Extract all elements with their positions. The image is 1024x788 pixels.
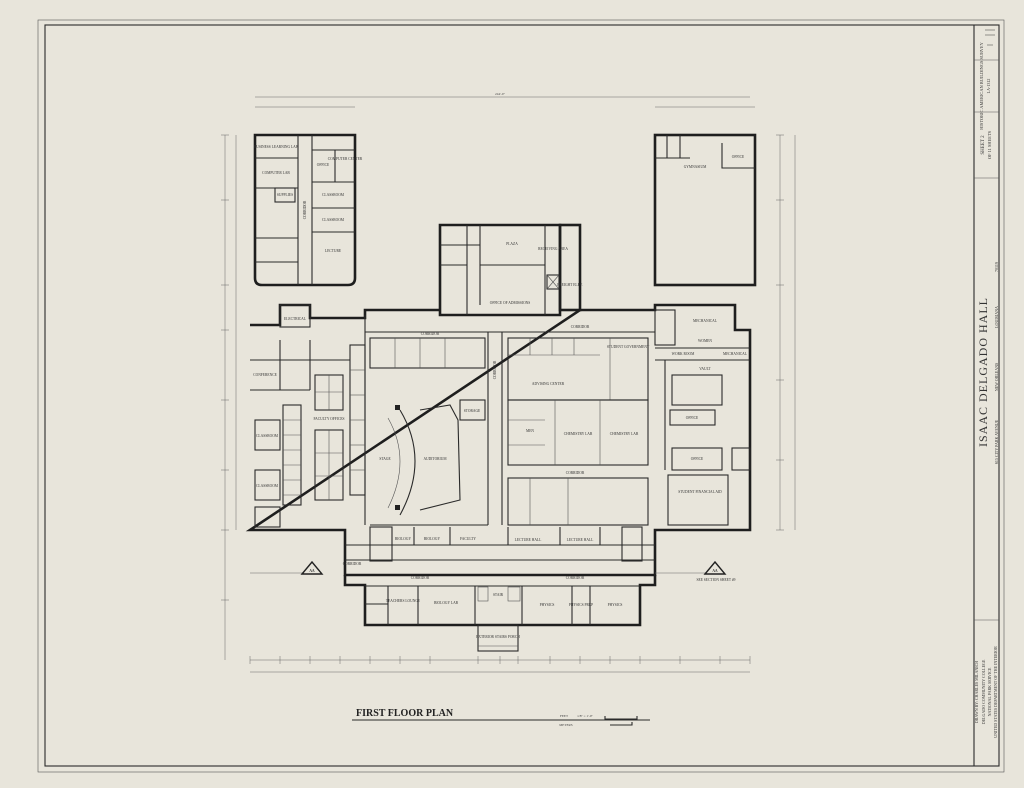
room-label: PHYSICS xyxy=(540,603,555,607)
room-label: PHYSICS xyxy=(608,603,623,607)
room-label: STORAGE xyxy=(464,409,481,413)
section-label: AA xyxy=(712,569,718,573)
lower-wing: CORRIDOR CORRIDOR TEACHERS LOUNGE BIOLOG… xyxy=(343,575,657,652)
room-label: BIOLOGY xyxy=(395,537,412,541)
org-college: DELGADO COMMUNITY COLLEGE xyxy=(981,659,986,724)
room-label: MEN xyxy=(526,429,534,433)
room-label: CLASSROOM xyxy=(256,484,279,488)
drawn-by: DRAWN BY: CHARLES MILANICH xyxy=(974,661,979,723)
room-label: FREIGHT ELEV. xyxy=(557,283,583,287)
room-label: CORRIDOR xyxy=(571,325,590,329)
room-label: CORRIDOR xyxy=(566,576,585,580)
room-label: BUSINESS LEARNING LAB xyxy=(254,145,299,149)
room-label: WOMEN xyxy=(698,339,712,343)
scale-text: 1/8" = 1'-0" xyxy=(577,714,593,718)
sheet-number: SHEET 2 xyxy=(981,135,986,155)
room-label: FACULTY xyxy=(460,537,476,541)
city: NEW ORLEANS xyxy=(994,363,999,391)
main-building: ELECTRICAL CONFERENCE FACULTY OFFICES CL… xyxy=(245,303,752,577)
section-label: AA xyxy=(309,569,315,573)
room-label: PHYSICS PREP xyxy=(569,603,593,607)
outer-border xyxy=(37,19,1005,773)
room-label: TEACHERS LOUNGE xyxy=(386,599,421,603)
graphic-scale: FEET METERS 1/8" = 1'-0" xyxy=(559,714,638,727)
survey-name: HISTORIC AMERICAN BUILDINGS SURVEY xyxy=(979,41,984,129)
room-label: GYMNASIUM xyxy=(684,165,707,169)
room-label: CONFERENCE xyxy=(253,373,277,377)
section-marker-east: AA SEE SECTION SHEET #9 xyxy=(655,560,736,582)
org-nps: NATIONAL PARK SERVICE xyxy=(987,667,992,716)
room-label: CORRIDOR xyxy=(566,471,585,475)
room-label: OFFICE xyxy=(732,155,745,159)
sheet-count: OF 11 SHEETS xyxy=(987,130,992,159)
room-label: COMPUTER LAB xyxy=(262,171,290,175)
scale-unit-feet: FEET xyxy=(560,714,569,718)
room-label: CORRIDOR xyxy=(493,360,497,379)
title-block: HISTORIC AMERICAN BUILDINGS SURVEY LA-13… xyxy=(973,25,999,766)
section-note: SEE SECTION SHEET #9 xyxy=(697,578,736,582)
address: 615 CITY PARK AVENUE xyxy=(994,419,999,464)
overall-dimension: 244'-0" xyxy=(495,92,506,96)
room-label: VAULT xyxy=(699,367,711,371)
room-label: COMPUTER CENTER xyxy=(328,157,363,161)
room-label: CLASSROOM xyxy=(256,434,279,438)
room-label: CORRIDOR xyxy=(303,200,307,219)
room-label: STAIR xyxy=(493,593,504,597)
room-label: CLASSROOM xyxy=(322,218,345,222)
room-label: PLAZA xyxy=(506,242,518,246)
section-marker-west: AA xyxy=(250,560,324,575)
org-doi: UNITED STATES DEPARTMENT OF THE INTERIOR xyxy=(993,646,998,738)
gymnasium-wing: GYMNASIUM OFFICE xyxy=(653,133,757,287)
room-label: OFFICE xyxy=(317,163,330,167)
room-label: CLASSROOM xyxy=(322,193,345,197)
building-name: ISAAC DELGADO HALL xyxy=(976,297,990,447)
room-label: CORRIDOR xyxy=(411,576,430,580)
room-label: MECHANICAL xyxy=(693,319,717,323)
scale-unit-meters: METERS xyxy=(559,723,572,727)
plan-title: FIRST FLOOR PLAN xyxy=(356,708,454,719)
left-annex: BUSINESS LEARNING LAB COMPUTER LAB SUPPL… xyxy=(253,133,363,287)
central-entry-block: PLAZA RECEIVING AREA OFFICE OF ADMISSION… xyxy=(438,223,583,317)
state: LOUISIANA xyxy=(994,306,999,328)
room-label: OFFICE xyxy=(686,416,699,420)
room-label: WORK ROOM xyxy=(672,352,695,356)
room-label: STUDENT GOVERNMENT xyxy=(607,345,650,349)
zip: 70119 xyxy=(994,262,999,272)
room-label: OFFICE OF ADMISSIONS xyxy=(490,301,531,305)
room-label: STAGE xyxy=(379,457,391,461)
room-label: EXTERIOR STAIRS PORCH xyxy=(476,635,520,639)
survey-number: LA-1312 xyxy=(986,79,991,94)
sheet-border xyxy=(44,24,1000,767)
room-label: ADVISING CENTER xyxy=(532,382,565,386)
room-label: CHEMISTRY LAB xyxy=(610,432,639,436)
room-label: ELECTRICAL xyxy=(284,317,306,321)
room-label: RECEIVING AREA xyxy=(538,247,568,251)
room-label: OFFICE xyxy=(691,457,704,461)
room-label: LECTURE xyxy=(325,249,342,253)
room-label: CORRIDOR xyxy=(343,562,362,566)
room-label: LECTURE HALL xyxy=(567,538,594,542)
room-label: FACULTY OFFICES xyxy=(313,417,344,421)
room-label: STUDENT FINANCIAL AID xyxy=(678,490,722,494)
room-label: LECTURE HALL xyxy=(515,538,542,542)
dimension-lines: 244'-0" xyxy=(221,92,796,673)
room-label: MECHANICAL xyxy=(723,352,747,356)
room-label: AUDITORIUM xyxy=(423,457,447,461)
room-label: SUPPLIES xyxy=(277,193,293,197)
room-label: CORRIDOR xyxy=(421,332,440,336)
room-label: BIOLOGY xyxy=(424,537,441,541)
room-label: BIOLOGY LAB xyxy=(434,601,459,605)
room-label: CHEMISTRY LAB xyxy=(564,432,593,436)
